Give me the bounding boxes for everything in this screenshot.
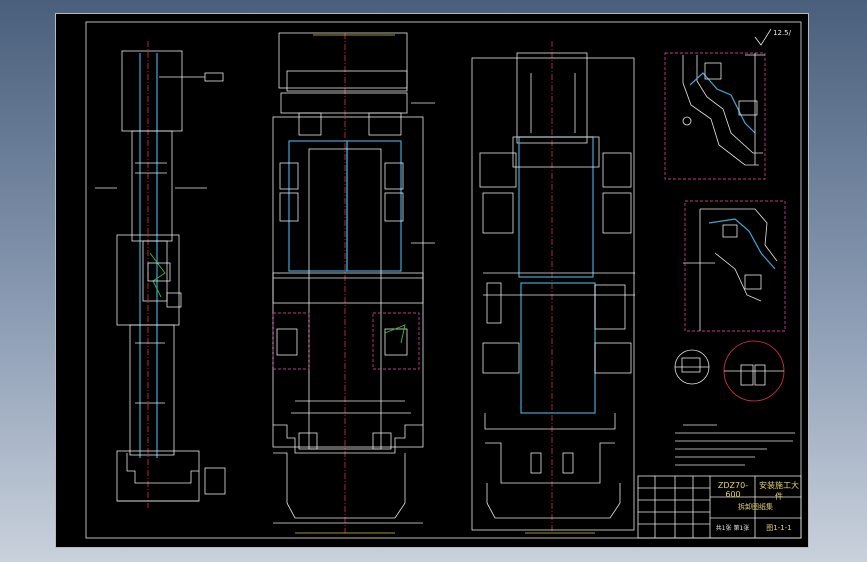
rear-section-view [471,41,635,534]
drawing-sheet: ZDZ70-600 安装施工大件 拆卸图纸集 共1张 第1张 图1-1-1 12… [55,13,809,548]
side-elevation-view [95,41,226,508]
outer-frame [55,13,809,548]
sheet-number: 图1-1-1 [766,524,792,532]
circular-detail-left [674,349,710,385]
drawing-subtitle: 拆卸图纸集 [738,503,773,511]
inner-frame [85,21,802,539]
circular-detail-right [723,340,785,402]
roughness-symbol [754,28,772,46]
front-section-view [272,32,435,534]
model-code: ZDZ70-600 [717,481,749,499]
sheet-count: 共1张 第1张 [715,525,750,532]
roughness-label: 12.5/ [773,29,791,37]
detail-view-a [664,52,766,180]
cad-drawing [55,13,809,548]
title-block [637,475,802,539]
drawing-title: 安装施工大件 [759,481,799,501]
technical-notes [675,424,795,466]
detail-view-b [683,200,786,332]
